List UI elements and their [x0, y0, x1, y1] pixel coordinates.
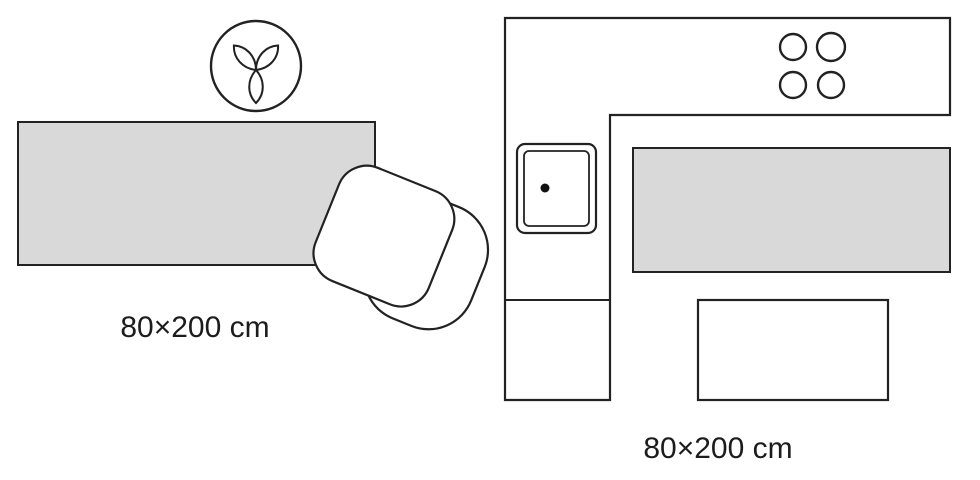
plant-leaves-icon — [232, 44, 280, 105]
chair-icon — [312, 164, 490, 331]
hob-burners-icon — [778, 31, 847, 100]
kitchen-counter-outline — [503, 16, 952, 402]
kitchen-scene: 80×200 cm — [503, 16, 952, 465]
right-size-label: 80×200 cm — [643, 432, 792, 465]
kitchen-table — [696, 298, 890, 402]
left-size-label: 80×200 cm — [120, 311, 269, 344]
sink-icon — [515, 142, 598, 235]
chair-seat — [312, 164, 456, 308]
sink-drain-dot — [540, 183, 550, 193]
plant-icon — [209, 19, 303, 113]
rug-right — [632, 147, 951, 273]
sink-basin — [523, 150, 590, 227]
living-room-scene: 80×200 cm — [17, 19, 490, 344]
